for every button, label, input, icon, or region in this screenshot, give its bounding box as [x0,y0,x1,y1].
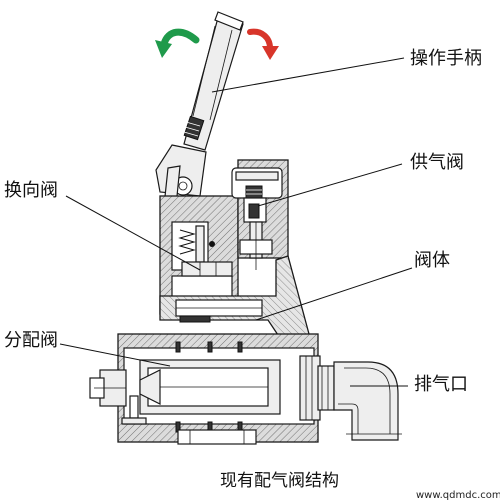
label-reversing-valve: 换向阀 [4,180,58,201]
exhaust-port-elbow [317,361,402,441]
label-exhaust-port: 排气口 [414,374,468,395]
leader-handle [211,57,405,93]
reversing-valve-housing [159,195,239,315]
rotate-left-arrow-icon [155,28,200,58]
watermark: www.qdmdc.com [416,490,500,501]
valve-body [159,255,317,369]
leader-valve-body [255,267,413,321]
distributor-valve [89,333,321,445]
leader-supply-valve [257,163,403,207]
supply-valve-assembly [231,159,289,270]
leader-reversing-valve [65,195,201,271]
label-operating-handle: 操作手柄 [410,48,482,69]
label-valve-body: 阀体 [414,250,450,271]
rotate-right-arrow-icon [247,28,279,60]
label-supply-valve: 供气阀 [410,152,464,173]
figure-caption: 现有配气阀结构 [220,471,339,491]
leader-lines [59,57,413,387]
operating-handle [155,11,244,207]
label-distributor-valve: 分配阀 [4,330,58,351]
leader-distributor-valve [59,343,171,367]
